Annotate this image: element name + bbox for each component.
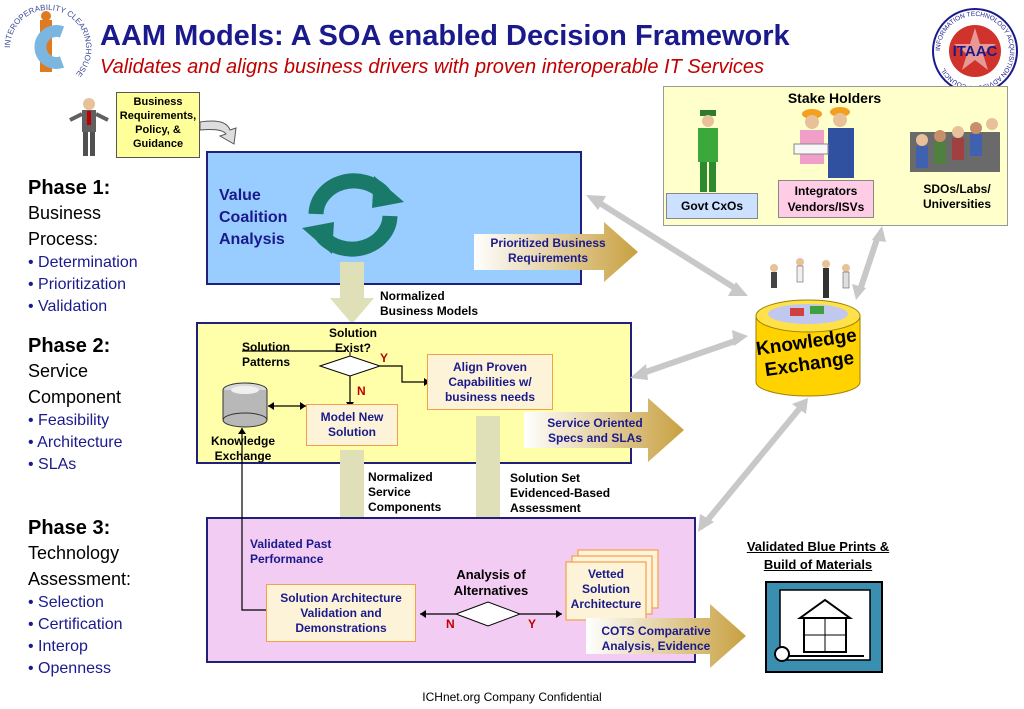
phase-1-item: • Determination	[28, 254, 138, 271]
phase-1-item: • Validation	[28, 298, 108, 315]
phase-2-line: Component	[28, 387, 122, 407]
nbm-line: Normalized	[380, 289, 445, 303]
stakeholders-title: Stake Holders	[787, 90, 882, 106]
phase-2-heading: Phase 2:	[28, 335, 111, 357]
cycle-arrows-icon	[302, 173, 404, 257]
no-label: N	[357, 384, 366, 398]
align-proven-text: Align Proven Capabilities w/ business ne…	[444, 359, 536, 404]
no-label: N	[446, 617, 455, 631]
analysis-of-alternatives-label: Analysis of Alternatives	[446, 567, 536, 599]
solution-architecture-box: Solution Architecture Validation and Dem…	[266, 584, 416, 642]
down-arrow-shape	[330, 262, 374, 324]
phase-1-line: Business	[28, 203, 102, 223]
yes-label: Y	[528, 617, 537, 631]
normalized-service-components: Normalized Service Components	[368, 470, 441, 515]
phase-1-heading: Phase 1:	[28, 177, 111, 199]
nsc-line: Components	[368, 500, 442, 514]
phase-1-text: Phase 1: Business Process: • Determinati…	[28, 176, 198, 318]
interoperability-logo: INTEROPERABILITY CLEARINGHOUSE	[3, 3, 93, 79]
govt-cxos-box: Govt CxOs	[666, 193, 758, 219]
vetted-line: Architecture	[570, 597, 642, 611]
nsc-line: Normalized	[368, 470, 433, 484]
business-requirements-text: Business Requirements, Policy, & Guidanc…	[119, 96, 197, 150]
prioritized-arrow-shape	[474, 222, 638, 282]
solution-set-line: Evidenced-Based	[510, 486, 611, 500]
solution-architecture-text: Solution Architecture Validation and Dem…	[280, 590, 402, 635]
officer-icon	[698, 110, 718, 192]
phase-1-line: Process:	[28, 229, 99, 249]
nbm-line: Business Models	[380, 304, 479, 318]
analysis-line: Analysis of	[456, 567, 526, 582]
blueprints-title: Validated Blue Prints & Build of Materia…	[720, 538, 916, 574]
service-oriented-arrow-label: Service Oriented Specs and SLAs	[547, 416, 643, 445]
phase-3-text: Phase 3: Technology Assessment: • Select…	[28, 516, 198, 680]
normalized-business-models: Normalized Business Models	[380, 289, 478, 319]
solution-exist-line: Solution	[329, 326, 377, 340]
value-coalition-line: Analysis	[219, 231, 285, 248]
database-icon	[222, 382, 268, 428]
vetted-line: Vetted	[587, 567, 624, 581]
yes-label: Y	[380, 351, 389, 365]
integrators-box: Integrators Vendors/ISVs	[778, 180, 874, 218]
phase-3-item: • Interop	[28, 638, 88, 655]
value-coalition-line: Value	[219, 187, 261, 204]
value-coalition-label: Value Coalition Analysis	[219, 185, 287, 251]
phase-3-heading: Phase 3:	[28, 517, 111, 539]
phase-2-item: • SLAs	[28, 456, 77, 473]
page-title: AAM Models: A SOA enabled Decision Frame…	[100, 20, 790, 52]
solution-set-line: Assessment	[510, 501, 581, 515]
blueprint-icon	[765, 581, 883, 673]
solution-patterns-line: Patterns	[242, 355, 291, 369]
model-new-solution-box: Model New Solution	[306, 404, 398, 446]
phase-3-line: Assessment:	[28, 569, 132, 589]
validated-past-line: Performance	[250, 552, 324, 566]
phase-3-item: • Selection	[28, 594, 104, 611]
phase-2-connectors	[242, 350, 430, 410]
validated-past-line: Validated Past	[250, 537, 332, 551]
phase-2-line: Service	[28, 361, 89, 381]
businessman-icon	[69, 98, 109, 156]
model-new-solution-text: Model New Solution	[320, 410, 384, 439]
phase-2-panel	[196, 322, 632, 464]
analysis-line: Alternatives	[453, 583, 529, 598]
ke-line: Exchange	[214, 449, 272, 463]
page-subtitle: Validates and aligns business drivers wi…	[100, 56, 765, 78]
vetted-stack-shape	[565, 549, 659, 621]
blueprints-line: Validated Blue Prints &	[746, 539, 890, 554]
nsc-line: Service	[368, 485, 411, 499]
curved-arrow-icon	[199, 120, 237, 145]
validated-past-label: Validated Past Performance	[250, 537, 331, 567]
phase-2-item: • Architecture	[28, 434, 123, 451]
phase-2-text: Phase 2: Service Component • Feasibility…	[28, 334, 198, 476]
solution-set-label: Solution Set Evidenced-Based Assessment	[510, 471, 610, 516]
itaac-logo: INFORMATION TECHNOLOGY ACQUISITION ADVIS…	[932, 8, 1018, 94]
phase-3-line: Technology	[28, 543, 120, 563]
phase-3-item: • Openness	[28, 660, 111, 677]
cots-arrow-label: COTS Comparative Analysis, Evidence	[601, 624, 711, 653]
engineers-icon	[793, 107, 854, 178]
vetted-solution-label: Vetted Solution Architecture	[566, 567, 646, 612]
service-oriented-arrow-shape	[524, 398, 684, 462]
value-coalition-line: Coalition	[219, 209, 288, 226]
phase-3-connectors	[238, 428, 562, 627]
blueprints-line: Build of Materials	[763, 557, 873, 572]
knowledge-exchange-small-label: Knowledge Exchange	[206, 434, 280, 464]
sdos-label: SDOs/Labs/ Universities	[922, 182, 992, 211]
vetted-line: Solution	[582, 582, 630, 596]
phase-1-item: • Prioritization	[28, 276, 127, 293]
business-requirements-note: Business Requirements, Policy, & Guidanc…	[116, 92, 200, 158]
phase-2-item: • Feasibility	[28, 412, 110, 429]
cots-arrow-shape	[586, 604, 746, 668]
ke-line: Knowledge	[210, 434, 275, 448]
align-proven-box: Align Proven Capabilities w/ business ne…	[427, 354, 553, 410]
solution-set-line: Solution Set	[510, 471, 580, 485]
prioritized-arrow-label: Prioritized Business Requirements	[490, 236, 606, 265]
knowledge-exchange-drum	[755, 258, 861, 397]
audience-icon	[910, 118, 1000, 172]
footer-confidential: ICHnet.org Company Confidential	[422, 690, 602, 704]
svg-text:ITAAC: ITAAC	[953, 43, 998, 60]
phase-3-item: • Certification	[28, 616, 123, 633]
